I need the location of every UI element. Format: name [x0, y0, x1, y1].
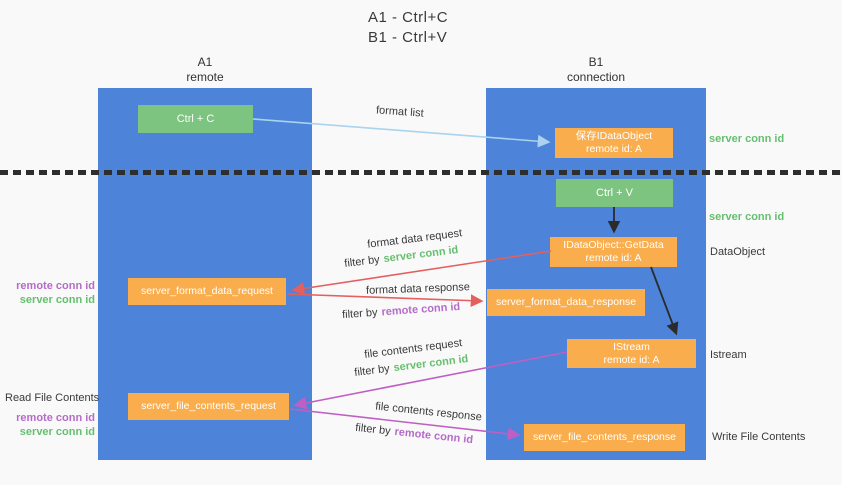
column-b-id: B1: [588, 55, 604, 69]
node-getdata-line2: remote id: A: [585, 252, 642, 264]
node-save-idataobject-line2: remote id: A: [585, 143, 643, 155]
label-dataobject: DataObject: [710, 246, 766, 258]
column-a-id: A1: [197, 55, 213, 69]
label-server-conn-id-right-top: server conn id: [709, 133, 785, 145]
label-format-list: format list: [375, 104, 425, 120]
filter-prefix: filter by: [343, 253, 381, 270]
title-line-1: A1 - Ctrl+C: [368, 9, 449, 26]
label-write-file-contents: Write File Contents: [712, 431, 806, 443]
node-idataobject-getdata: IDataObject::GetData remote id: A: [550, 237, 677, 267]
title-line-2: B1 - Ctrl+V: [368, 29, 448, 46]
node-server-file-contents-response: server_file_contents_response: [524, 424, 685, 451]
node-server-file-contents-response-label: server_file_contents_response: [532, 431, 676, 443]
filter-prefix: filter by: [354, 421, 392, 438]
label-file-contents-response: file contents response: [374, 400, 483, 424]
node-server-file-contents-request: server_file_contents_request: [128, 393, 289, 420]
column-b-header: B1 connection: [486, 55, 706, 85]
node-server-file-contents-request-label: server_file_contents_request: [141, 400, 276, 412]
node-istream-line1: IStream: [613, 340, 650, 353]
label-remote-conn-id-left-format: remote conn id: [16, 280, 95, 292]
node-ctrl-c: Ctrl + C: [138, 105, 253, 133]
filter-prefix: filter by: [341, 306, 378, 322]
node-getdata-line1: IDataObject::GetData: [563, 239, 664, 251]
node-ctrl-v-label: Ctrl + V: [596, 186, 633, 199]
node-istream-line2: remote id: A: [603, 353, 660, 366]
node-istream: IStream remote id: A: [567, 339, 696, 368]
label-read-file-contents: Read File Contents: [5, 392, 100, 404]
node-server-format-data-response-label: server_format_data_response: [495, 296, 637, 308]
diagram-title: A1 - Ctrl+C B1 - Ctrl+V: [368, 8, 448, 48]
label-remote-conn-id-left-file: remote conn id: [16, 412, 95, 424]
node-ctrl-c-label: Ctrl + C: [176, 112, 215, 125]
node-ctrl-v: Ctrl + V: [556, 179, 673, 207]
left-conn-id-labels-format: remote conn id server conn id: [0, 279, 95, 307]
filter-prefix: filter by: [353, 362, 391, 379]
filter-key-remote-conn-id: remote conn id: [381, 300, 461, 319]
left-conn-id-labels-file: remote conn id server conn id: [0, 411, 95, 439]
node-server-format-data-request: server_format_data_request: [128, 278, 286, 305]
node-save-idataobject-line1: 保存IDataObject: [575, 130, 653, 142]
node-server-format-data-request-label: server_format_data_request: [141, 285, 273, 297]
node-server-format-data-response: server_format_data_response: [487, 289, 645, 316]
label-server-conn-id-left-format: server conn id: [19, 294, 95, 306]
label-server-conn-id-left-file: server conn id: [19, 426, 95, 438]
filter-key-server-conn-id: server conn id: [392, 353, 469, 375]
label-server-conn-id-right-mid: server conn id: [709, 211, 785, 223]
node-save-idataobject: 保存IDataObject remote id: A: [555, 128, 673, 158]
column-b-role: connection: [566, 70, 626, 84]
label-format-data-response: format data response: [365, 281, 471, 297]
label-istream: Istream: [710, 349, 747, 361]
dashed-separator-line: [0, 170, 842, 175]
column-a-role: remote: [186, 70, 224, 84]
filter-key-remote-conn-id: remote conn id: [393, 425, 474, 447]
column-a-header: A1 remote: [98, 55, 312, 85]
